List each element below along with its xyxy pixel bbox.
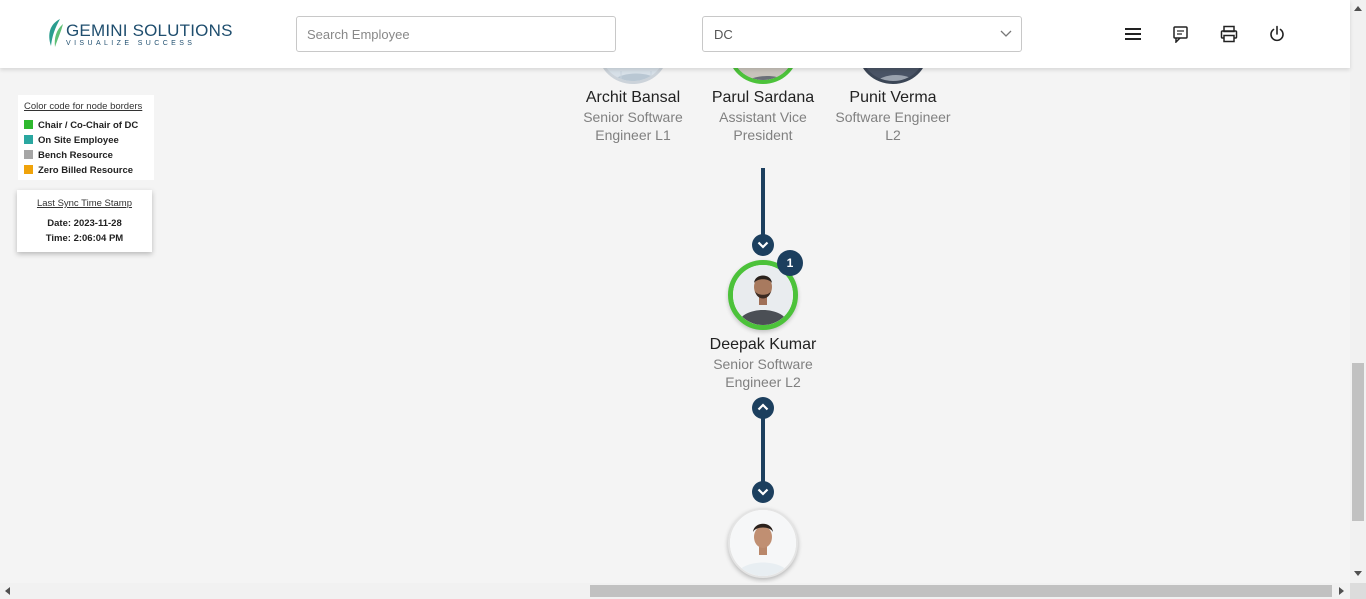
avatar-child-employee[interactable]: [728, 508, 798, 578]
scroll-up-arrow-icon[interactable]: [1354, 6, 1362, 11]
color-legend: Color code for node borders Chair / Co-C…: [18, 95, 154, 180]
leaf-icon: [49, 19, 63, 47]
scroll-down-arrow-icon[interactable]: [1354, 571, 1362, 576]
dc-select-value: DC: [714, 27, 733, 42]
employee-name[interactable]: Parul Sardana: [711, 89, 815, 106]
employee-name[interactable]: Archit Bansal: [585, 89, 681, 106]
top-header: GEMINI SOLUTIONS VISUALIZE SUCCESS DC: [0, 0, 1350, 68]
green-swatch: [24, 120, 33, 129]
person-photo-icon: [733, 265, 793, 325]
vertical-scrollbar[interactable]: [1350, 0, 1366, 583]
print-icon[interactable]: [1220, 25, 1238, 43]
logo-tagline: VISUALIZE SUCCESS: [66, 40, 196, 47]
scroll-left-arrow-icon[interactable]: [5, 587, 10, 595]
legend-item-onsite: On Site Employee: [24, 135, 119, 146]
legend-item-chair: Chair / Co-Chair of DC: [24, 120, 138, 131]
chevron-down-icon: [757, 241, 769, 249]
person-photo-icon: [730, 510, 796, 576]
horizontal-scrollbar[interactable]: [0, 583, 1350, 599]
teal-swatch: [24, 135, 33, 144]
sync-timestamp-card: Last Sync Time Stamp Date: 2023-11-28 Ti…: [17, 190, 152, 252]
employee-name[interactable]: Punit Verma: [849, 89, 937, 106]
power-icon[interactable]: [1268, 25, 1286, 43]
sync-time: Time: 2:06:04 PM: [45, 233, 124, 244]
chevron-down-icon: [1000, 30, 1012, 37]
collapse-toggle[interactable]: [752, 397, 774, 419]
horizontal-scroll-thumb[interactable]: [590, 585, 1332, 597]
sync-date: Date: 2023-11-28: [47, 218, 122, 229]
expand-toggle[interactable]: [752, 234, 774, 256]
sync-title: Last Sync Time Stamp: [36, 198, 133, 209]
connector-line: [761, 417, 765, 485]
expand-toggle[interactable]: [752, 481, 774, 503]
chevron-up-icon: [757, 403, 769, 411]
orange-swatch: [24, 165, 33, 174]
employee-title: Senior Software Engineer L2: [713, 356, 813, 390]
scroll-right-arrow-icon[interactable]: [1339, 587, 1344, 595]
legend-item-bench: Bench Resource: [24, 150, 113, 161]
dc-select[interactable]: DC: [702, 16, 1022, 52]
scrollbar-corner: [1350, 583, 1366, 599]
gray-swatch: [24, 150, 33, 159]
chevron-down-icon: [757, 488, 769, 496]
employee-name[interactable]: Deepak Kumar: [709, 336, 817, 353]
employee-title: Senior Software Engineer L1: [583, 109, 683, 143]
employee-title: Assistant Vice President: [719, 109, 807, 143]
legend-title: Color code for node borders: [24, 101, 143, 112]
vertical-scroll-thumb[interactable]: [1352, 363, 1364, 521]
avatar-deepak-kumar[interactable]: [728, 260, 798, 330]
employee-title: Software Engineer L2: [835, 109, 951, 143]
gemini-logo[interactable]: GEMINI SOLUTIONS VISUALIZE SUCCESS: [46, 18, 232, 50]
menu-icon[interactable]: [1124, 25, 1142, 43]
children-count-badge: 1: [777, 250, 803, 276]
search-employee-input[interactable]: [296, 16, 616, 52]
connector-line: [761, 168, 765, 238]
logo-name: GEMINI SOLUTIONS: [66, 21, 233, 40]
feedback-icon[interactable]: [1172, 25, 1190, 43]
legend-item-zero-billed: Zero Billed Resource: [24, 165, 133, 176]
